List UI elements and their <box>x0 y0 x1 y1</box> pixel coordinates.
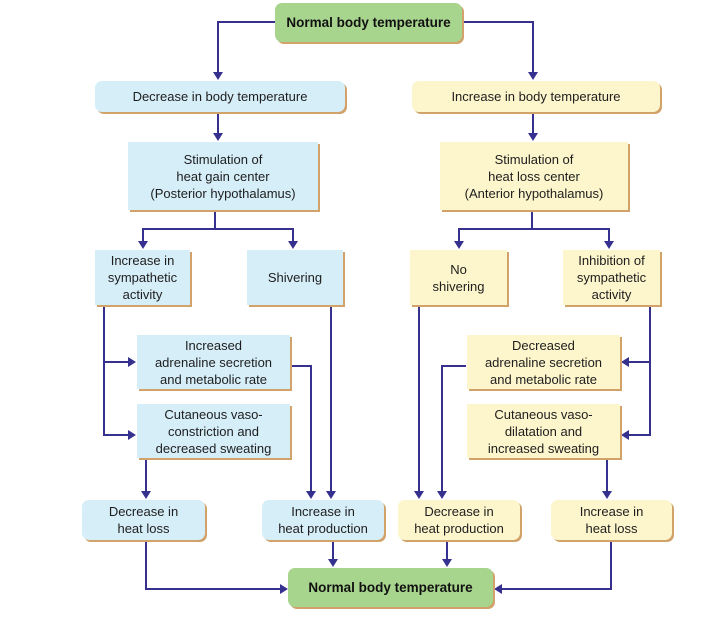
arrowhead <box>442 559 452 567</box>
edge-sympathetic-to-targets <box>103 306 130 436</box>
arrowhead <box>213 72 223 80</box>
arrowhead <box>306 491 316 499</box>
node-no-shivering: No shivering <box>410 250 507 305</box>
arrowhead <box>494 584 502 594</box>
node-inhibition-sympathetic-activity: Inhibition of sympathetic activity <box>563 250 660 305</box>
node-normal-temperature-bottom: Normal body temperature <box>288 568 493 607</box>
arrowhead <box>213 133 223 141</box>
arrowhead <box>128 357 136 367</box>
edge-normal-to-decrease <box>217 21 275 74</box>
edge-decrease-heat-loss-to-normal <box>145 541 282 590</box>
node-increase-heat-loss: Increase in heat loss <box>551 500 672 540</box>
arrowhead <box>141 491 151 499</box>
node-increase-sympathetic-activity: Increase in sympathetic activity <box>95 250 190 305</box>
edge-decreased-adrenaline-to-decrease-heat-production <box>441 365 466 493</box>
arrowhead <box>288 241 298 249</box>
arrowhead <box>437 491 447 499</box>
node-decreased-adrenaline-secretion: Decreased adrenaline secretion and metab… <box>467 335 620 389</box>
node-increase-body-temperature: Increase in body temperature <box>412 81 660 112</box>
arrowhead <box>528 72 538 80</box>
edge-adrenaline-to-heat-production <box>291 365 312 493</box>
node-heat-gain-center: Stimulation of heat gain center (Posteri… <box>128 142 318 210</box>
arrowhead <box>326 491 336 499</box>
arrowhead <box>280 584 288 594</box>
arrowhead <box>528 133 538 141</box>
arrowhead <box>454 241 464 249</box>
arrowhead <box>621 357 629 367</box>
node-decrease-heat-loss: Decrease in heat loss <box>82 500 205 540</box>
node-cutaneous-vasodilatation: Cutaneous vaso- dilatation and increased… <box>467 404 620 458</box>
edge-heat-loss-split <box>458 228 610 243</box>
node-normal-temperature-top: Normal body temperature <box>275 3 462 42</box>
arrowhead <box>602 491 612 499</box>
arrowhead <box>138 241 148 249</box>
node-decrease-heat-production: Decrease in heat production <box>398 500 520 540</box>
node-heat-loss-center: Stimulation of heat loss center (Anterio… <box>440 142 628 210</box>
arrowhead <box>414 491 424 499</box>
arrowhead <box>604 241 614 249</box>
edge-inhibit-to-targets <box>627 306 651 436</box>
node-decrease-body-temperature: Decrease in body temperature <box>95 81 345 112</box>
arrowhead <box>328 559 338 567</box>
edge-heat-gain-split <box>142 228 294 243</box>
node-shivering: Shivering <box>247 250 343 305</box>
node-increased-adrenaline-secretion: Increased adrenaline secretion and metab… <box>137 335 290 389</box>
arrowhead <box>621 430 629 440</box>
arrowhead <box>128 430 136 440</box>
edge-increase-heat-loss-to-normal <box>500 541 612 590</box>
node-increase-heat-production: Increase in heat production <box>262 500 384 540</box>
edge-normal-to-increase <box>462 21 534 74</box>
node-cutaneous-vasoconstriction: Cutaneous vaso- constriction and decreas… <box>137 404 290 458</box>
